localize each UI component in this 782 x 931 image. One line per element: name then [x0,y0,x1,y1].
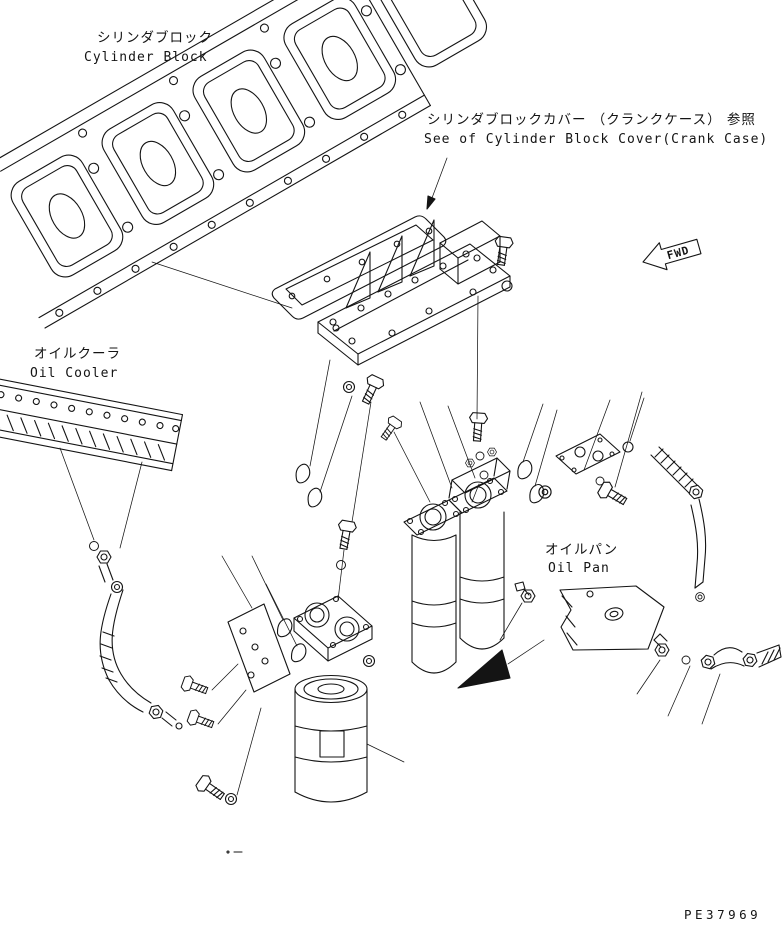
elbow-fitting-assembly [653,633,782,671]
o-ring [595,476,605,486]
o-ring [89,541,99,551]
o-ring [622,441,634,453]
oil-pan-label-jp: オイルパン [545,542,618,558]
hex-bolt [333,519,358,551]
cylinder-block-drawing [0,0,488,329]
hex-bolt [467,411,489,443]
plug [512,458,537,482]
bracket-plate-drawing [538,433,621,499]
hex-nut [96,550,112,564]
fwd-arrow-icon: FWD [642,238,702,271]
twin-oil-filter-assembly [403,447,511,674]
hex-bolt [376,414,405,444]
o-ring [681,655,691,665]
banjo-eye [695,592,705,602]
fwd-label: FWD [666,244,692,263]
o-ring [336,560,346,570]
oil-cooler-label-jp: オイルクーラ [34,346,121,362]
hex-bolt [356,372,387,407]
leader-lines [59,157,721,796]
oil-filter-cartridge [294,674,368,803]
washer [362,654,376,668]
stray-mark [226,850,243,854]
reference-arrowhead-icon [426,195,436,210]
hex-bolt [193,772,228,805]
crankcase-cover-drawing [317,219,511,366]
cylinder-block-label-jp: シリンダブロック [97,29,213,46]
o-ring [475,451,485,461]
hex-nut [686,482,706,502]
hose-assembly-left [89,541,183,730]
cylinder-block-label-en: Cylinder Block [84,50,208,65]
hex-nut [487,447,497,457]
oil-filter-head-assembly [227,595,376,693]
oil-cooler-drawing [0,377,184,472]
oil-pan-drawing [514,581,665,651]
oil-cooler-label-en: Oil Cooler [30,366,118,381]
hex-bolt [179,673,210,699]
oil-pan-label-en: Oil Pan [548,561,610,576]
o-ring [538,485,552,499]
drain-plug [520,589,536,603]
washer [342,380,356,394]
hex-bolt [491,235,515,267]
hex-bolt [185,707,216,733]
plug [290,461,315,486]
hose-assembly-right [622,441,707,602]
view-direction-arrow-icon [457,649,511,689]
plug [302,485,327,510]
fasteners [179,235,631,806]
hex-bolt [595,479,631,510]
washer [224,792,238,806]
o-ring [479,470,489,480]
banjo-eye [110,580,124,594]
drawing-code: PE37969 [684,907,761,922]
cover-gasket-drawing [271,215,447,320]
hex-nut [654,643,670,657]
labels: シリンダブロック Cylinder Block シリンダブロックカバー （クラン… [30,29,768,922]
plug [286,641,311,665]
block-cover-ref-label-en: See of Cylinder Block Cover(Crank Case) [424,132,768,147]
hex-nut [741,652,759,668]
block-cover-ref-label-jp: シリンダブロックカバー （クランクケース） 参照 [427,111,756,128]
